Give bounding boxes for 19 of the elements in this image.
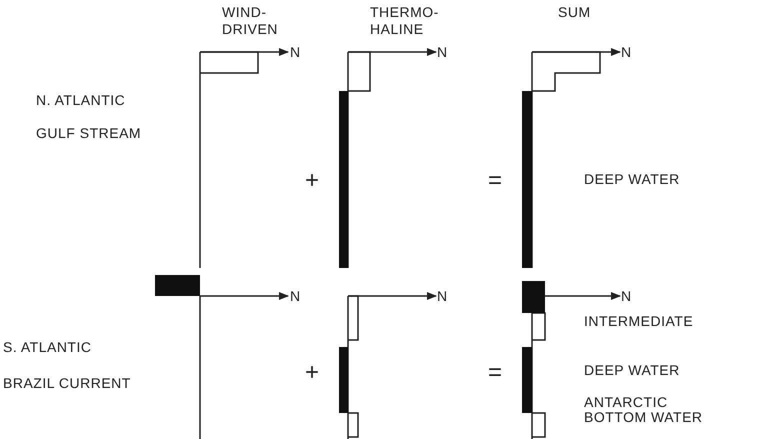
axis-label: N: [621, 288, 632, 305]
plus-sign: +: [305, 166, 320, 196]
column-heading: THERMO- HALINE: [370, 4, 439, 38]
axis-label: N: [290, 288, 301, 305]
axis-label: N: [290, 44, 301, 61]
axis-label: N: [437, 44, 448, 61]
axis-label: N: [437, 288, 448, 305]
column-heading: WIND- DRIVEN: [222, 4, 278, 38]
row-heading: N. ATLANTIC GULF STREAM: [36, 91, 142, 143]
layer-label: DEEP WATER: [584, 171, 680, 188]
equals-sign: =: [488, 358, 503, 388]
plus-sign: +: [305, 358, 320, 388]
layer-label: DEEP WATER: [584, 362, 680, 379]
axis-label: N: [621, 44, 632, 61]
column-heading: SUM: [558, 4, 591, 21]
layer-label: ANTARCTIC BOTTOM WATER: [584, 395, 703, 425]
row-heading: S. ATLANTIC BRAZIL CURRENT: [3, 338, 131, 393]
equals-sign: =: [488, 166, 503, 196]
layer-label: INTERMEDIATE: [584, 313, 694, 330]
